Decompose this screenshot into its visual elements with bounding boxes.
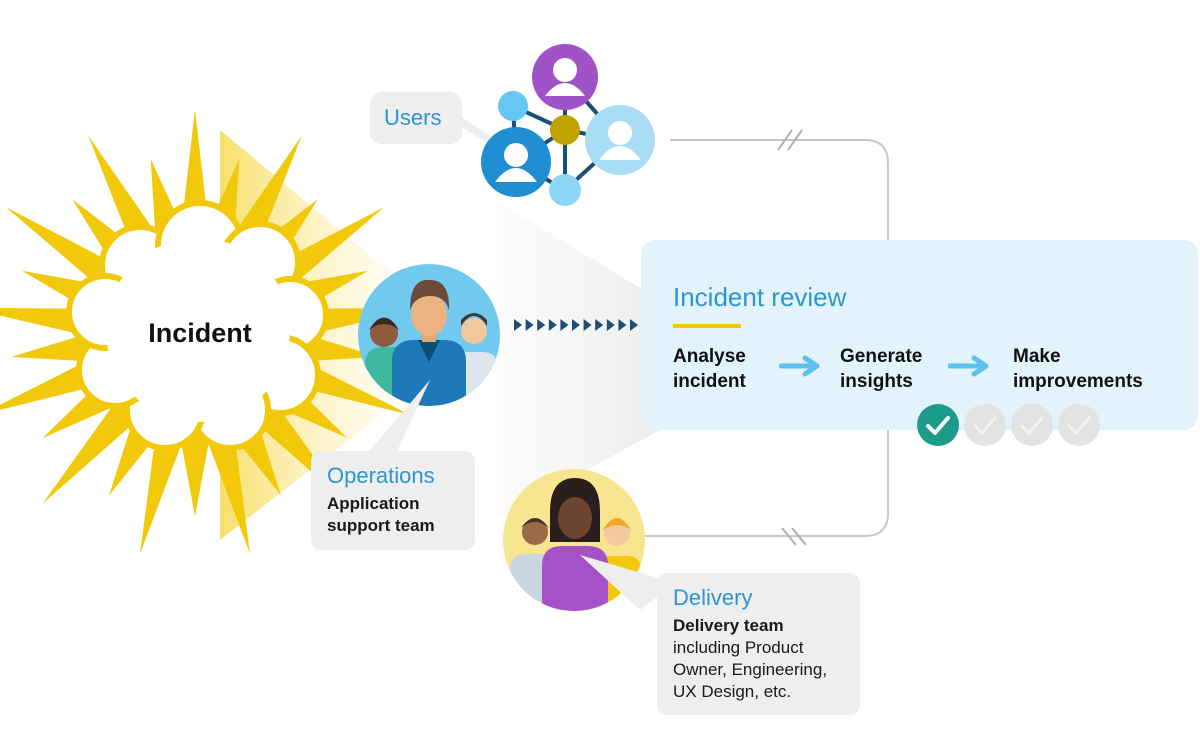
user-avatar-blue	[481, 127, 551, 197]
user-avatar-purple	[532, 44, 598, 110]
users-callout: Users	[370, 92, 462, 144]
connector-break	[781, 527, 797, 546]
connector-break	[777, 129, 793, 151]
user-node	[549, 174, 581, 206]
delivery-description: including Product Owner, Engineering, UX…	[673, 638, 828, 701]
chevron-icon	[583, 319, 592, 331]
operations-avatar	[358, 264, 500, 406]
step-arrow-icon	[948, 355, 989, 377]
chevron-icon	[537, 319, 546, 331]
chevron-icon	[572, 319, 580, 331]
user-avatar-light	[585, 105, 655, 175]
check-pending-icon	[1011, 404, 1053, 446]
user-node	[498, 91, 528, 121]
check-pending-icon	[1058, 404, 1100, 446]
chevron-icon	[548, 319, 557, 331]
operations-description: Application support team	[327, 494, 435, 535]
check-pending-icon	[964, 404, 1006, 446]
review-beam	[495, 200, 660, 520]
users-label: Users	[384, 105, 442, 130]
delivery-description-block: Delivery team including Product Owner, E…	[673, 615, 853, 703]
incident-review-title: Incident review	[673, 282, 847, 312]
operations-pointer	[360, 380, 430, 462]
incident-burst	[0, 109, 424, 554]
delivery-title: Delivery	[673, 585, 753, 610]
chevron-icon	[630, 319, 638, 331]
chevron-icon	[618, 319, 627, 331]
chevron-icon	[560, 319, 569, 331]
check-complete-icon	[917, 404, 959, 446]
operations-title: Operations	[327, 463, 435, 488]
connector-break	[791, 527, 807, 546]
step-analyse-incident: Analyse incident	[673, 346, 746, 392]
incident-label: Incident	[148, 318, 252, 348]
delivery-description-bold: Delivery team	[673, 616, 784, 635]
delivery-callout: Delivery Delivery team including Product…	[657, 573, 860, 715]
chevron-icon	[595, 319, 604, 331]
title-underline	[673, 324, 741, 328]
user-node	[550, 115, 580, 145]
incident-review-panel: Incident review Analyse incident Generat…	[641, 240, 1198, 430]
step-generate-insights: Generate insights	[840, 346, 923, 392]
chevron-icon	[514, 319, 522, 331]
step-arrow-icon	[779, 355, 820, 377]
operations-callout: Operations Application support team	[311, 451, 475, 550]
chevron-icon	[525, 319, 534, 331]
connector-break	[787, 129, 803, 151]
users-connector	[670, 139, 889, 268]
delivery-pointer	[580, 555, 675, 610]
step-make-improvements: Make improvements	[1013, 346, 1143, 392]
chevron-icon	[606, 319, 615, 331]
delivery-connector	[635, 410, 889, 537]
